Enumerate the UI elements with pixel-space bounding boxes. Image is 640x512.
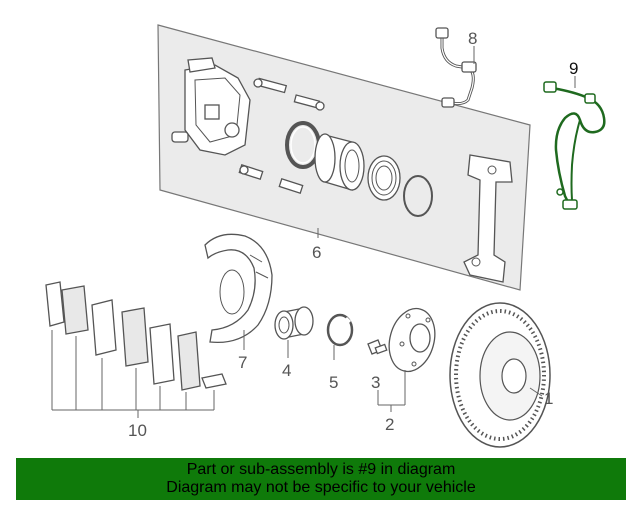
callout-1: 1	[544, 389, 553, 408]
callout-9: 9	[569, 59, 578, 78]
piston-boot[interactable]	[367, 155, 401, 201]
wheel-bearing[interactable]	[274, 306, 314, 340]
guide-bolt-bottom[interactable]	[278, 177, 304, 195]
pad-leader-lines	[51, 330, 215, 418]
retaining-ring[interactable]	[403, 175, 433, 217]
wheel-hub[interactable]	[382, 303, 441, 376]
banner-line-part-number: Part or sub-assembly is #9 in diagram	[186, 461, 456, 478]
guide-pin-top[interactable]	[253, 77, 288, 94]
callout-10: 10	[128, 421, 147, 440]
piston[interactable]	[314, 133, 365, 191]
guide-pin-bottom[interactable]	[238, 163, 264, 181]
hub-bolt[interactable]	[367, 339, 388, 355]
callout-6: 6	[312, 243, 321, 262]
callout-4: 4	[282, 361, 291, 380]
brake-hose[interactable]	[435, 27, 477, 108]
banner-line-disclaimer: Diagram may not be specific to your vehi…	[166, 479, 476, 496]
brake-disc[interactable]	[449, 302, 551, 448]
snap-ring[interactable]	[326, 313, 354, 347]
caliper-bracket[interactable]	[463, 154, 513, 283]
splash-shield[interactable]	[204, 233, 273, 344]
brake-pad-set[interactable]	[45, 281, 227, 391]
wheel-speed-sensor[interactable]	[543, 81, 606, 210]
callout-3: 3	[371, 373, 380, 392]
info-banner: Part or sub-assembly is #9 in diagram Di…	[16, 458, 626, 500]
caliper-body[interactable]	[184, 57, 251, 156]
parts-diagram: 1 2 3 4 5 6 7 8 9 10	[45, 24, 606, 448]
callout-2: 2	[385, 415, 394, 434]
guide-bolt-top[interactable]	[293, 94, 325, 111]
callout-7: 7	[238, 353, 247, 372]
callout-5: 5	[329, 373, 338, 392]
callout-8: 8	[468, 29, 477, 48]
bleeder-screw[interactable]	[171, 131, 189, 143]
